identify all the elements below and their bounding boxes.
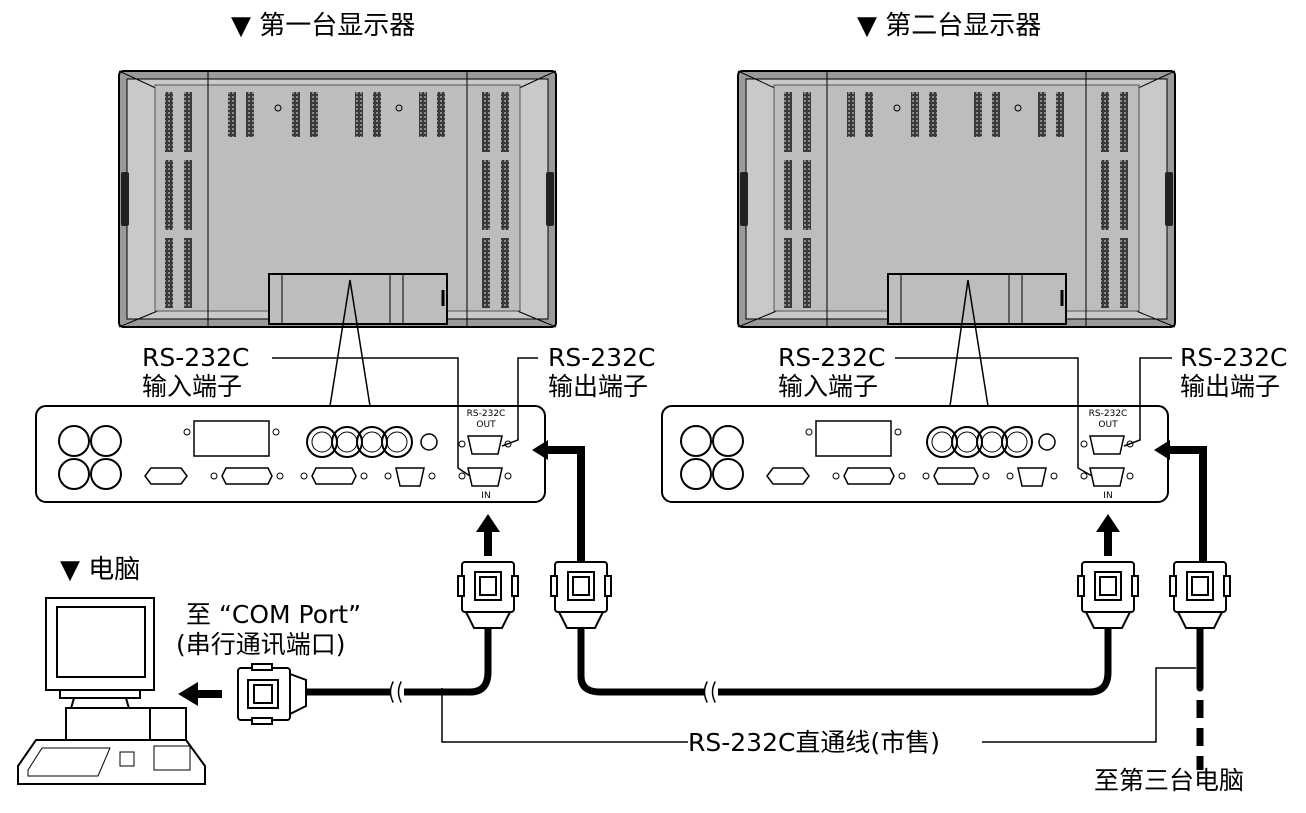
terminal-panel-2 (661, 405, 1169, 503)
m2-out-label-1: RS-232C (1180, 343, 1288, 372)
m1-in-label-2: 输入端子 (142, 372, 243, 401)
m1-in-label-1: RS-232C (142, 343, 250, 372)
m2-port-in-label: IN (1103, 491, 1112, 501)
m2-in-label-2: 输入端子 (778, 372, 879, 401)
zoom-callouts (329, 279, 989, 407)
m1-port-out-label-1: RS-232C (467, 409, 506, 419)
m2-out-label-2: 输出端子 (1180, 372, 1281, 401)
m2-port-out-label-2: OUT (1098, 420, 1118, 430)
computer-illustration (17, 597, 206, 785)
connector-2 (550, 561, 612, 629)
cable-label: RS-232C直通线(市售) (688, 728, 940, 757)
terminal-panel-1 (35, 405, 546, 503)
to-third-label: 至第三台电脑 (1094, 766, 1245, 795)
monitor-1-back (118, 70, 557, 328)
com-port-label-2: (串行通讯端口) (176, 630, 346, 659)
m2-in-label-1: RS-232C (778, 343, 886, 372)
monitor-1-title: ▼ 第一台显示器 (231, 11, 416, 41)
signal-arrows (178, 440, 1207, 706)
monitor-2-back (737, 70, 1176, 328)
m2-port-out-label-1: RS-232C (1089, 409, 1128, 419)
m1-out-label-2: 输出端子 (548, 372, 649, 401)
m1-port-out-label-2: OUT (476, 420, 496, 430)
connector-3 (1077, 561, 1139, 629)
leader-lines (272, 357, 1196, 743)
m1-out-label-1: RS-232C (548, 343, 656, 372)
com-port-label-1: 至 “COM Port” (186, 600, 362, 629)
computer-title: ▼ 电脑 (60, 555, 141, 585)
monitor-2-title: ▼ 第二台显示器 (857, 11, 1042, 41)
cables (296, 622, 1204, 770)
connector-pc (237, 663, 307, 725)
connector-4 (1169, 561, 1231, 629)
m1-port-in-label: IN (481, 491, 490, 501)
connector-1 (457, 561, 519, 629)
